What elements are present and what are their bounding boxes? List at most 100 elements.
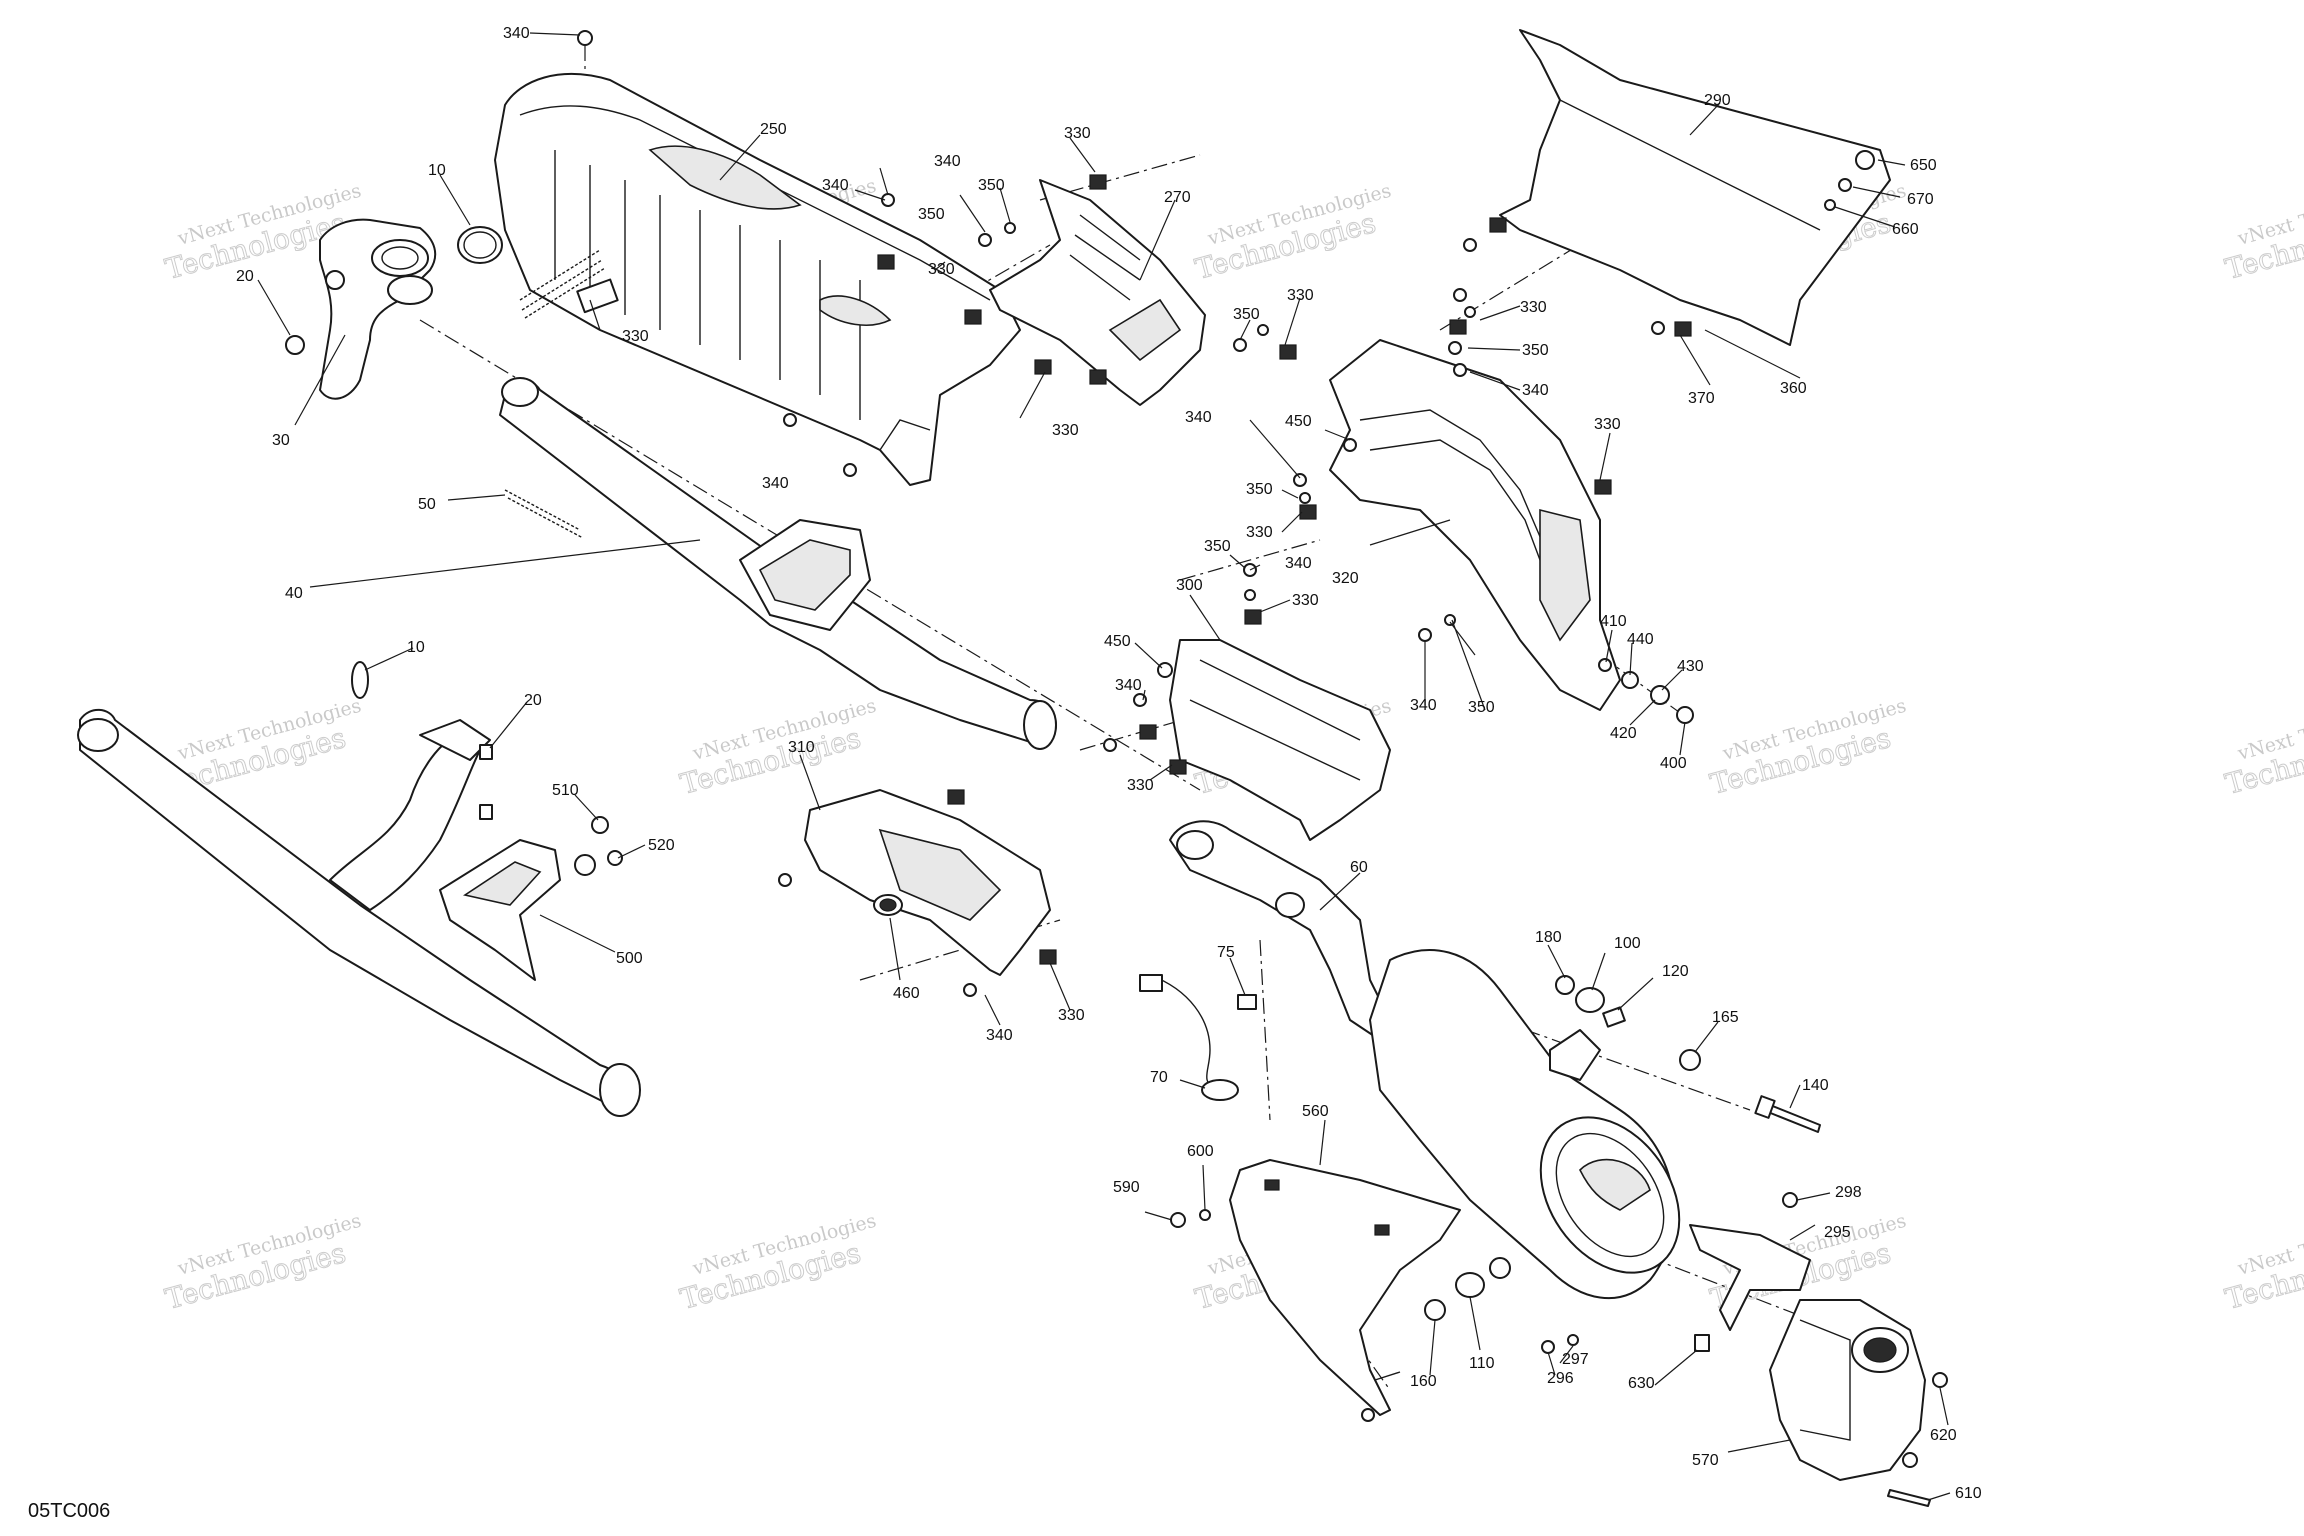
callout-290: 290 <box>1704 92 1731 109</box>
watermark: vNext Technologies Technologies <box>2221 180 2304 287</box>
leader-lines <box>257 32 1951 1501</box>
callout-360: 360 <box>1780 380 1807 397</box>
callout-340: 340 <box>762 475 789 492</box>
nuts-20 <box>285 270 345 355</box>
heat-shield-290 <box>1499 29 1891 346</box>
bracket-295 <box>1689 1224 1811 1331</box>
callout-330: 330 <box>1064 125 1091 142</box>
gasket-10-lower <box>351 661 369 699</box>
callout-180: 180 <box>1535 929 1562 946</box>
callout-295: 295 <box>1824 1224 1851 1241</box>
callout-420: 420 <box>1610 725 1637 742</box>
callout-140: 140 <box>1802 1077 1829 1094</box>
callout-70: 70 <box>1150 1069 1168 1086</box>
watermark: vNext Technologies Technologies <box>2221 695 2304 802</box>
heat-shield-320 <box>1329 339 1621 711</box>
callout-410: 410 <box>1600 613 1627 630</box>
callout-340: 340 <box>1410 697 1437 714</box>
callout-296: 296 <box>1547 1370 1574 1387</box>
callout-40: 40 <box>285 585 303 602</box>
heat-shield-310 <box>804 789 1051 976</box>
grommets-160-110 <box>1424 1257 1511 1321</box>
callout-10: 10 <box>428 162 446 179</box>
callout-400: 400 <box>1660 755 1687 772</box>
exhaust-tip-570 <box>1769 1299 1926 1481</box>
callout-350: 350 <box>978 177 1005 194</box>
callout-165: 165 <box>1712 1009 1739 1026</box>
callout-270: 270 <box>1164 189 1191 206</box>
callout-340: 340 <box>1185 409 1212 426</box>
mount-180-100-120 <box>1555 975 1626 1028</box>
watermark: vNext Technologies Technologies <box>676 1210 878 1317</box>
callout-340: 340 <box>1285 555 1312 572</box>
exhaust-pipe-upper-40 <box>499 377 1057 750</box>
callout-340: 340 <box>1115 677 1142 694</box>
callout-330: 330 <box>1127 777 1154 794</box>
callout-298: 298 <box>1835 1184 1862 1201</box>
callout-440: 440 <box>1627 631 1654 648</box>
fastener-298 <box>1782 1192 1798 1208</box>
heat-shield-500 <box>439 839 561 981</box>
callout-20: 20 <box>236 268 254 285</box>
heat-shield-300 <box>1169 639 1391 841</box>
callout-340: 340 <box>986 1027 1013 1044</box>
callout-600: 600 <box>1187 1143 1214 1160</box>
callout-330: 330 <box>1520 299 1547 316</box>
callout-330: 330 <box>1287 287 1314 304</box>
spacer-630 <box>1694 1334 1710 1352</box>
bolts-510-520 <box>574 816 623 876</box>
watermark: vNext Technologies Technologies <box>2221 1210 2304 1317</box>
callout-30: 30 <box>272 432 290 449</box>
callout-110: 110 <box>1469 1355 1495 1372</box>
callout-310: 310 <box>788 739 815 756</box>
springs-50 <box>504 249 619 539</box>
callout-460: 460 <box>893 985 920 1002</box>
callout-340: 340 <box>1522 382 1549 399</box>
callout-100: 100 <box>1614 935 1641 952</box>
muffler-shield-560 <box>1229 1159 1461 1416</box>
watermark: vNext Technologies Technologies <box>676 695 878 802</box>
fasteners-590-600 <box>1170 1209 1211 1228</box>
callout-500: 500 <box>616 950 643 967</box>
callout-75: 75 <box>1217 944 1235 961</box>
callout-340: 340 <box>503 25 530 42</box>
callout-297: 297 <box>1562 1351 1589 1368</box>
callout-330: 330 <box>1246 524 1273 541</box>
callout-330: 330 <box>1292 592 1319 609</box>
callout-330: 330 <box>622 328 649 345</box>
callout-350: 350 <box>1233 306 1260 323</box>
heat-shield-270 <box>989 179 1206 406</box>
callout-10: 10 <box>407 639 425 656</box>
callout-430: 430 <box>1677 658 1704 675</box>
callout-370: 370 <box>1688 390 1715 407</box>
misc-fasteners <box>577 30 1692 1422</box>
callout-330: 330 <box>1594 416 1621 433</box>
callout-450: 450 <box>1285 413 1312 430</box>
callout-650: 650 <box>1910 157 1937 174</box>
callout-340: 340 <box>934 153 961 170</box>
watermark: vNext Technologies Technologies <box>1706 695 1908 802</box>
callout-630: 630 <box>1628 1375 1655 1392</box>
callout-590: 590 <box>1113 1179 1140 1196</box>
muffler-100 <box>1369 949 1681 1300</box>
callout-620: 620 <box>1930 1427 1957 1444</box>
callout-120: 120 <box>1662 963 1689 980</box>
callout-300: 300 <box>1176 577 1203 594</box>
watermark: vNext Technologies Technologies <box>161 1210 363 1317</box>
callout-160: 160 <box>1410 1373 1437 1390</box>
callout-350: 350 <box>1246 481 1273 498</box>
callout-330: 330 <box>1052 422 1079 439</box>
callout-labels: 340 250 10 20 30 330 50 40 340 340 340 3… <box>236 25 1982 1502</box>
callout-350: 350 <box>918 206 945 223</box>
fasteners-296-297 <box>1541 1334 1579 1354</box>
callout-60: 60 <box>1350 859 1368 876</box>
callout-50: 50 <box>418 496 436 513</box>
exhaust-pipe-lower-40 <box>77 708 641 1117</box>
callout-320: 320 <box>1332 570 1359 587</box>
callout-450: 450 <box>1104 633 1131 650</box>
heat-shield-250 <box>494 73 1021 486</box>
nuts-20-lower <box>479 744 493 820</box>
callout-350: 350 <box>1204 538 1231 555</box>
callout-330: 330 <box>1058 1007 1085 1024</box>
